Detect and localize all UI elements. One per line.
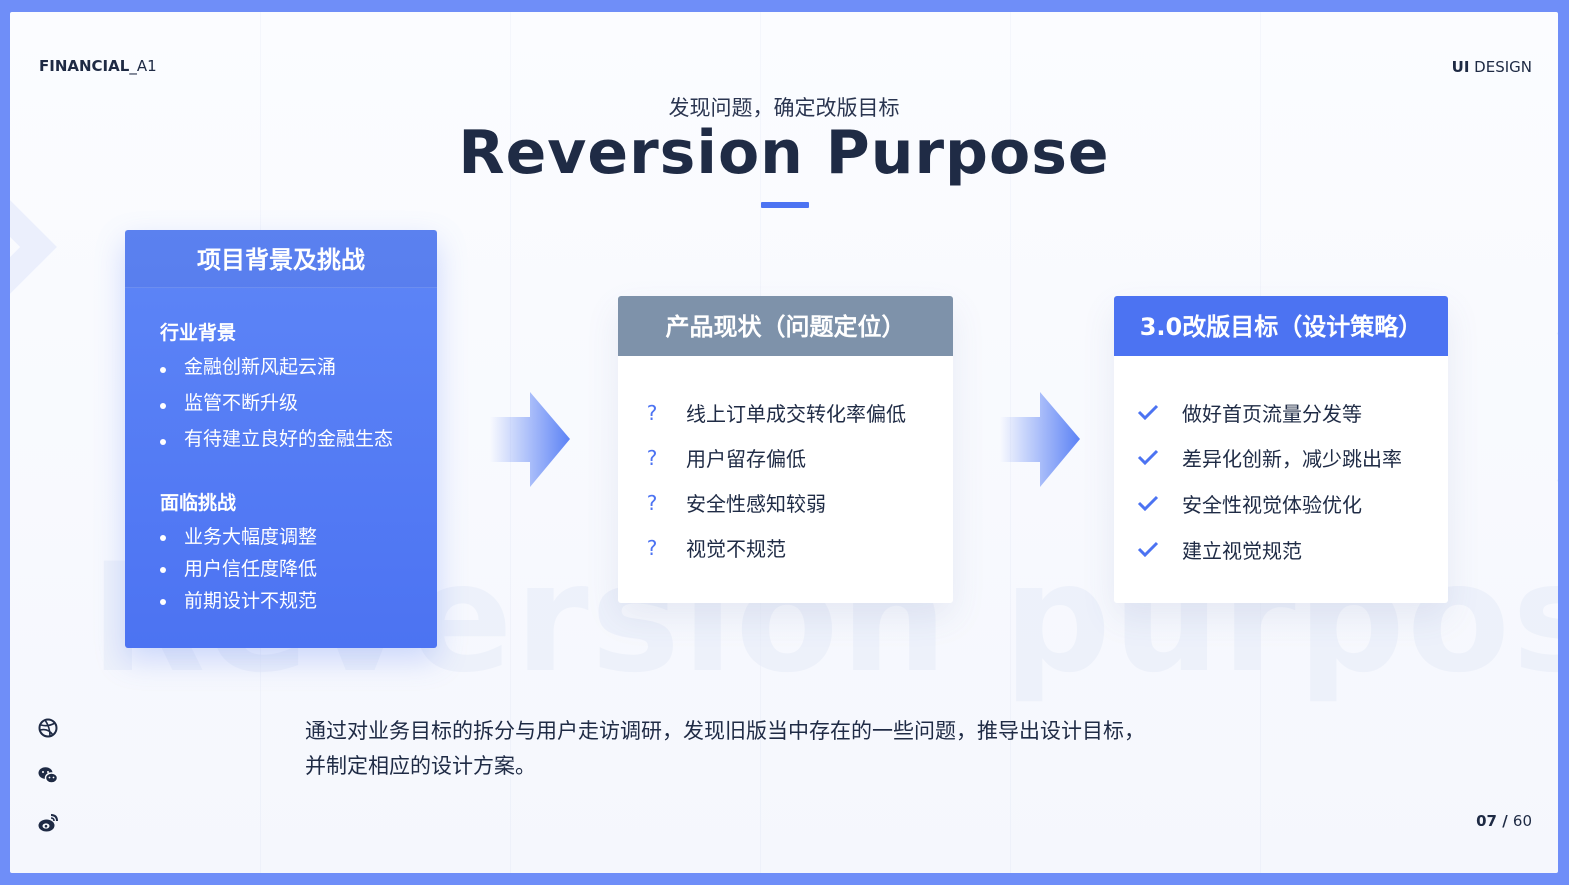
list-item: 安全性视觉体验优化 [1114, 489, 1362, 518]
check-icon [1137, 449, 1159, 465]
list-item: ?视觉不规范 [618, 533, 786, 562]
section-title: 行业背景 [160, 322, 237, 344]
card-title: 项目背景及挑战 [125, 230, 437, 288]
background-challenges-card: 项目背景及挑战 行业背景 金融创新风起云涌 监管不断升级 有待建立良好的金融生态… [125, 230, 437, 648]
page-subtitle: 发现问题，确定改版目标 [668, 96, 900, 120]
list-item: 差异化创新，减少跳出率 [1114, 443, 1402, 472]
list-item: 金融创新风起云涌 [160, 352, 393, 388]
page-counter: 07 / 60 [1476, 812, 1532, 830]
dribbble-icon[interactable] [37, 717, 59, 739]
question-icon: ? [646, 490, 658, 515]
title-underline [761, 202, 809, 208]
list-item: ?安全性感知较弱 [618, 488, 826, 517]
wechat-icon[interactable] [37, 764, 59, 786]
brand-label: FINANCIAL_A1 [39, 57, 157, 75]
arrow-right-icon [490, 392, 570, 487]
section-title: 面临挑战 [160, 492, 237, 514]
arrow-right-icon [1000, 392, 1080, 487]
challenge-list: 业务大幅度调整 用户信任度降低 前期设计不规范 [160, 522, 317, 618]
list-item: ?线上订单成交转化率偏低 [618, 398, 906, 427]
list-item: 有待建立良好的金融生态 [160, 424, 393, 460]
weibo-icon[interactable] [37, 812, 59, 834]
summary-text: 通过对业务目标的拆分与用户走访调研，发现旧版当中存在的一些问题，推导出设计目标，… [305, 719, 1145, 778]
check-icon [1137, 495, 1159, 511]
check-icon [1137, 404, 1159, 420]
list-item: 用户信任度降低 [160, 554, 317, 586]
question-icon: ? [646, 445, 658, 470]
list-item: 做好首页流量分发等 [1114, 398, 1362, 427]
question-icon: ? [646, 400, 658, 425]
list-item: 建立视觉规范 [1114, 535, 1302, 564]
list-item: 业务大幅度调整 [160, 522, 317, 554]
decorative-chevron [1483, 315, 1558, 499]
category-label: UI DESIGN [1451, 58, 1532, 76]
slide-frame: Reversion purpose FINANCIAL_A1 UI DESIGN… [10, 12, 1558, 873]
card-title: 3.0改版目标（设计策略） [1114, 296, 1448, 356]
list-item: 监管不断升级 [160, 388, 393, 424]
product-status-card: 产品现状（问题定位） ?线上订单成交转化率偏低 ?用户留存偏低 ?安全性感知较弱… [618, 296, 953, 603]
redesign-goals-card: 3.0改版目标（设计策略） 做好首页流量分发等 差异化创新，减少跳出率 安全性视… [1114, 296, 1448, 603]
check-icon [1137, 541, 1159, 557]
industry-list: 金融创新风起云涌 监管不断升级 有待建立良好的金融生态 [160, 352, 393, 460]
question-icon: ? [646, 535, 658, 560]
list-item: ?用户留存偏低 [618, 443, 806, 472]
page-title: Reversion Purpose [458, 118, 1110, 188]
card-title: 产品现状（问题定位） [618, 296, 953, 356]
list-item: 前期设计不规范 [160, 586, 317, 618]
